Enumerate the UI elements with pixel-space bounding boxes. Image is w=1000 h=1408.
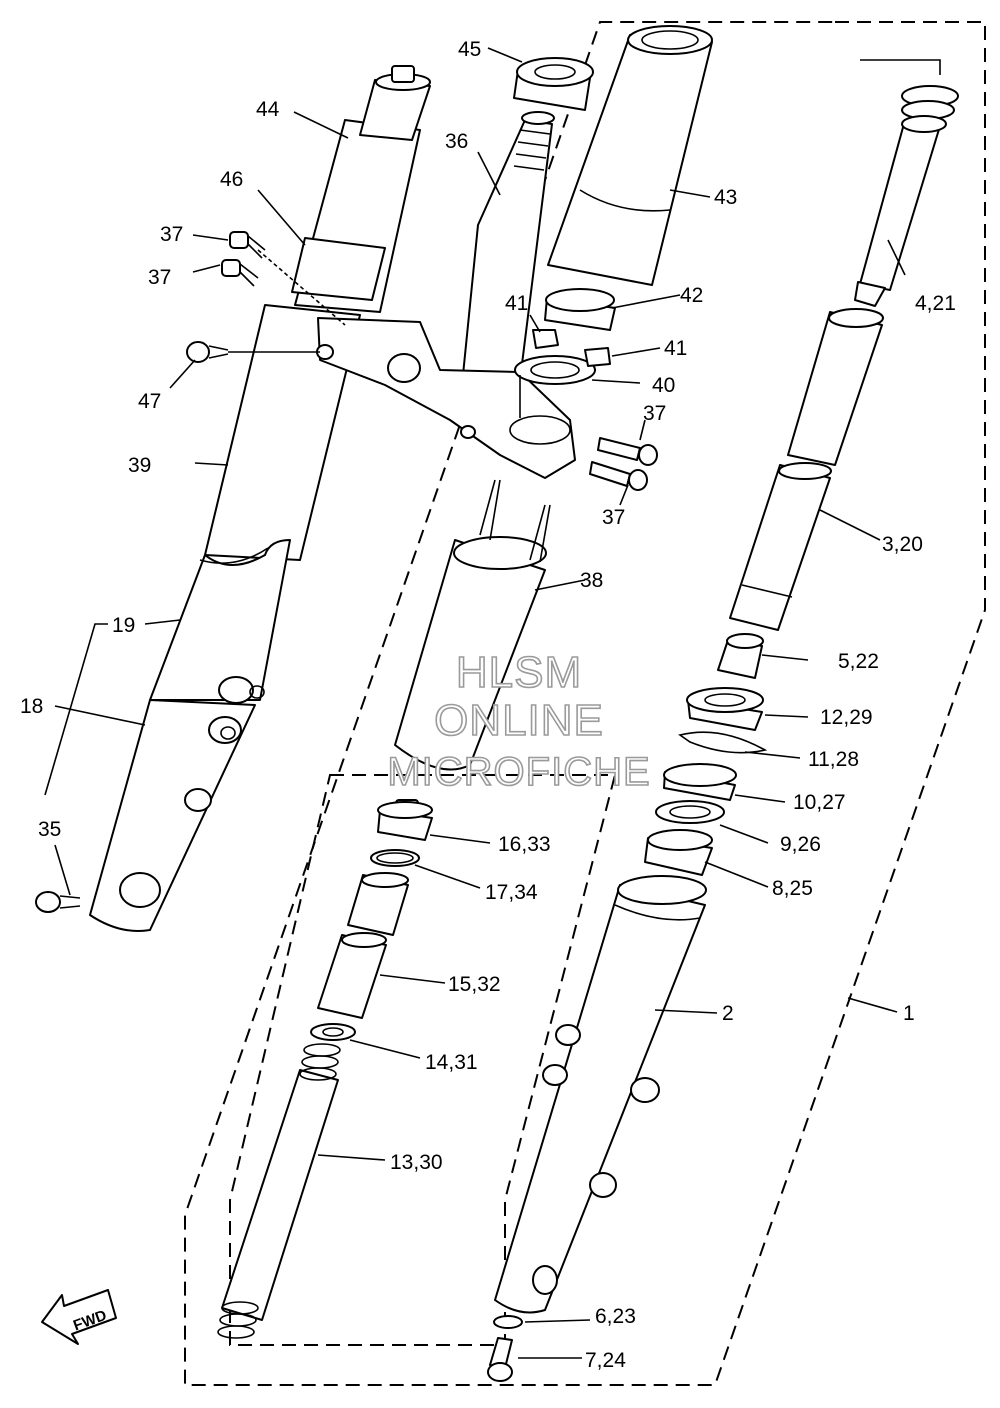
callout-47: 47 xyxy=(138,390,161,413)
upper-fork-tube xyxy=(291,65,431,313)
callout-35: 35 xyxy=(38,818,61,841)
callout-37d: 37 xyxy=(602,506,625,529)
callout-17-34: 17,34 xyxy=(485,881,538,904)
bolt-47 xyxy=(186,341,229,363)
spacer-15-32 xyxy=(317,932,387,1019)
callout-37b: 37 xyxy=(148,266,171,289)
watermark-line-3: MICROFICHE xyxy=(387,750,650,794)
callout-16-33: 16,33 xyxy=(498,833,551,856)
bolts-37-left xyxy=(221,231,266,287)
callout-11-28: 11,28 xyxy=(808,748,859,771)
callout-41a: 41 xyxy=(505,292,528,315)
callout-36: 36 xyxy=(445,130,468,153)
fork-leg-assembled xyxy=(89,304,361,932)
bolt-7-24 xyxy=(487,1337,513,1382)
damper-rod-4-21 xyxy=(854,85,959,307)
callout-2: 2 xyxy=(722,1002,734,1025)
under-bracket xyxy=(316,317,576,479)
washer-40 xyxy=(514,355,596,385)
bearing xyxy=(513,57,594,111)
callout-19: 19 xyxy=(112,614,135,637)
watermark: HLSM ONLINE MICROFICHE xyxy=(387,647,651,795)
washer-10-27 xyxy=(663,763,737,801)
callout-1: 1 xyxy=(903,1002,915,1025)
inner-tube-upper xyxy=(787,308,884,466)
callout-4-21: 4,21 xyxy=(915,292,956,315)
cap-bolt-16-33 xyxy=(377,799,433,841)
callout-6-23: 6,23 xyxy=(595,1305,636,1328)
washer-6-23 xyxy=(493,1315,523,1329)
bolt-35 xyxy=(35,891,81,913)
spacer-upper xyxy=(347,872,409,936)
callout-38: 38 xyxy=(580,569,603,592)
washer-9-26 xyxy=(655,800,725,824)
callout-18: 18 xyxy=(20,695,43,718)
callout-45: 45 xyxy=(458,38,481,61)
washer-14-31 xyxy=(310,1023,356,1041)
callout-42: 42 xyxy=(680,284,703,307)
inner-tube-3-20 xyxy=(729,462,832,631)
clip-11-28 xyxy=(678,731,768,754)
callout-46: 46 xyxy=(220,168,243,191)
callout-37c: 37 xyxy=(643,402,666,425)
callout-5-22: 5,22 xyxy=(838,650,879,673)
callout-8-25: 8,25 xyxy=(772,877,813,900)
callout-labels: 45 44 36 46 43 37 37 4,21 42 41 41 40 47… xyxy=(20,38,956,1372)
watermark-line-2: ONLINE xyxy=(434,696,604,745)
fwd-direction-badge: FWD xyxy=(41,1289,117,1345)
callout-37a: 37 xyxy=(160,223,183,246)
callout-41b: 41 xyxy=(664,337,687,360)
fork-cover xyxy=(547,25,713,286)
callout-12-29: 12,29 xyxy=(820,706,873,729)
outer-tube-38 xyxy=(394,479,551,771)
bushing-8-25 xyxy=(644,829,713,876)
oil-seal-12-29 xyxy=(686,687,764,731)
callout-44: 44 xyxy=(256,98,280,121)
steering-stem xyxy=(461,111,555,386)
callout-40: 40 xyxy=(652,374,675,397)
nut-41b xyxy=(584,347,611,367)
watermark-line-1: HLSM xyxy=(456,648,582,697)
ring-nut xyxy=(544,288,616,331)
outer-slider-2 xyxy=(494,875,707,1314)
callout-3-20: 3,20 xyxy=(882,533,923,556)
nut-41a xyxy=(532,329,559,349)
bushing-5-22 xyxy=(717,633,764,679)
fork-spring-13-30 xyxy=(217,1043,341,1339)
bolts-37-right xyxy=(589,437,658,491)
callout-7-24: 7,24 xyxy=(585,1349,626,1372)
callout-10-27: 10,27 xyxy=(793,791,846,814)
callout-14-31: 14,31 xyxy=(425,1051,478,1074)
callout-39: 39 xyxy=(128,454,151,477)
leader-lines xyxy=(44,47,941,1359)
arrow-icon xyxy=(41,1289,117,1345)
callout-15-32: 15,32 xyxy=(448,973,501,996)
callout-9-26: 9,26 xyxy=(780,833,821,856)
callout-13-30: 13,30 xyxy=(390,1151,443,1174)
callout-43: 43 xyxy=(714,186,737,209)
